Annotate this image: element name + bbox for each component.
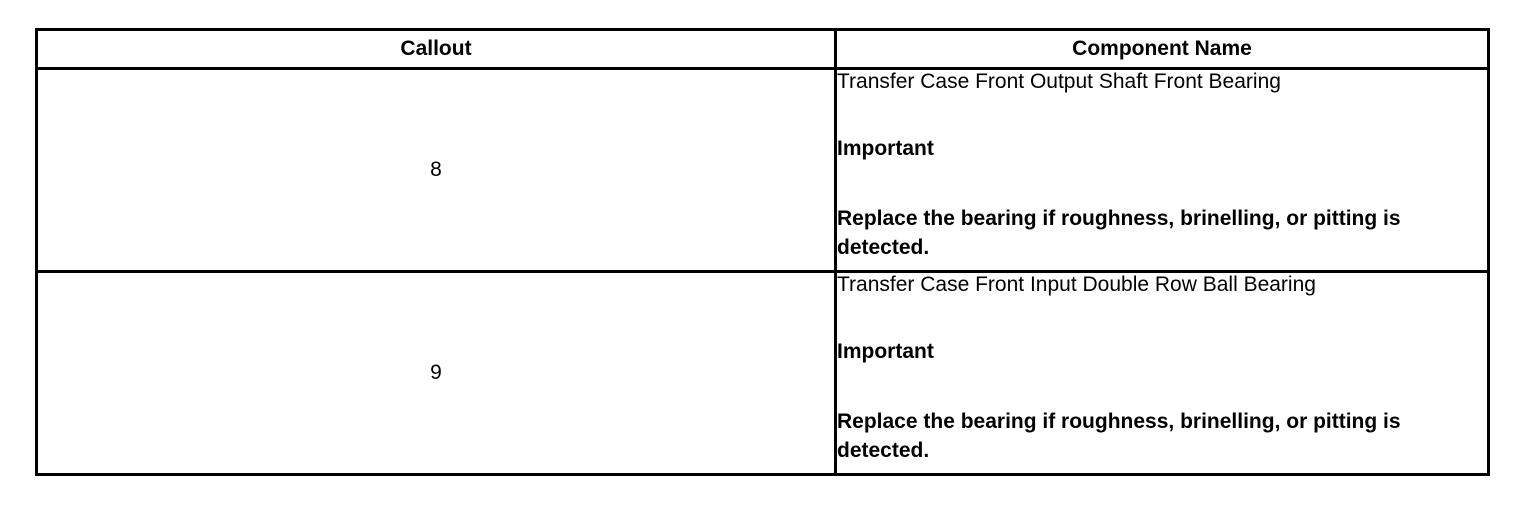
callout-number: 9 bbox=[35, 270, 837, 476]
component-name: Transfer Case Front Input Double Row Bal… bbox=[837, 273, 1316, 296]
header-row: Callout Component Name bbox=[35, 28, 1490, 70]
table-row: 8 Transfer Case Front Output Shaft Front… bbox=[35, 67, 1490, 273]
component-name: Transfer Case Front Output Shaft Front B… bbox=[837, 70, 1281, 93]
important-label: Important bbox=[837, 137, 934, 160]
table-row: 9 Transfer Case Front Input Double Row B… bbox=[35, 270, 1490, 476]
callout-number: 8 bbox=[35, 67, 837, 273]
replace-note: Replace the bearing if roughness, brinel… bbox=[837, 410, 1401, 462]
component-name-cell: Transfer Case Front Output Shaft Front B… bbox=[834, 67, 1490, 273]
important-label: Important bbox=[837, 340, 934, 363]
component-name-cell: Transfer Case Front Input Double Row Bal… bbox=[834, 270, 1490, 476]
header-component-name: Component Name bbox=[834, 28, 1490, 70]
header-callout: Callout bbox=[35, 28, 837, 70]
callout-table: Callout Component Name 8 Transfer Case F… bbox=[35, 28, 1490, 476]
replace-note: Replace the bearing if roughness, brinel… bbox=[837, 207, 1401, 259]
